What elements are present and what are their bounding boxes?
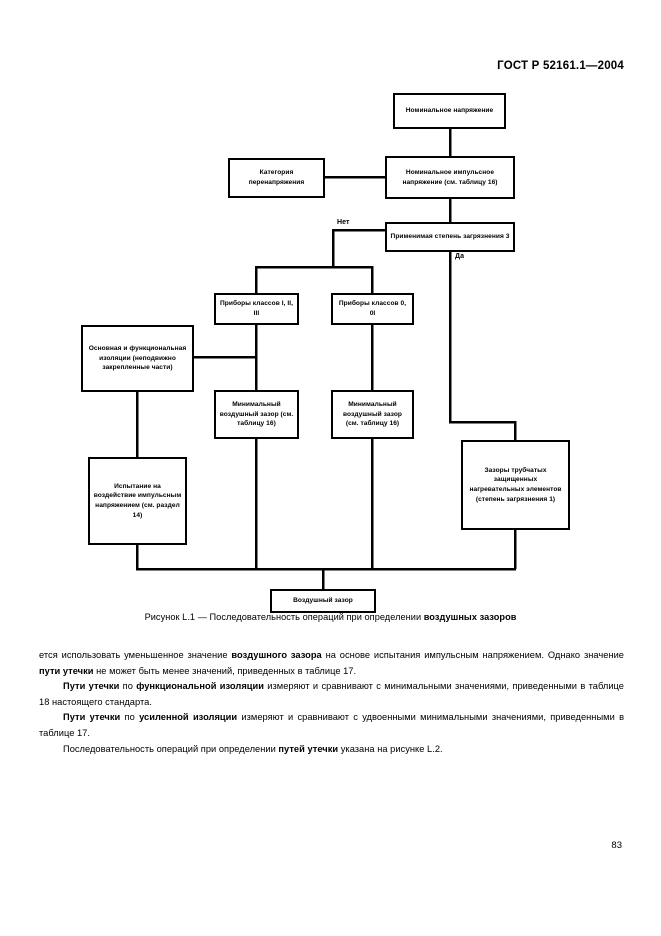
paragraph-4: Последовательность операций при определе…	[39, 742, 624, 758]
text-run-bold: Пути утечки	[63, 681, 120, 692]
text-run: измеряют и сравнивают с минимальными зна…	[39, 681, 624, 707]
flowchart-figure: Номинальное напряжение Категория перенап…	[81, 93, 570, 613]
node-label: Приборы классов 0, 0I	[338, 300, 407, 317]
node-basic-functional-insulation: Основная и функциональная изоляции (непо…	[81, 325, 194, 392]
node-label: Применимая степень загрязнения 3	[390, 233, 510, 241]
edge-label-no: Нет	[337, 219, 350, 226]
node-nominal-voltage: Номинальное напряжение	[393, 93, 506, 129]
text-run-bold: воздушного зазора	[231, 650, 322, 660]
node-label: Номинальное импульсное напряжение (см. т…	[402, 168, 498, 186]
paragraph-2: Пути утечки по функциональной изоляции и…	[39, 679, 624, 710]
node-label: Испытание на воздействие импульсным напр…	[93, 482, 182, 519]
standard-header: ГОСТ Р 52161.1—2004	[497, 60, 624, 72]
node-impulse-voltage-test: Испытание на воздействие импульсным напр…	[88, 457, 187, 545]
node-appliances-class-1-2-3: Приборы классов I, II, III	[214, 293, 299, 325]
text-run: Последовательность операций при определе…	[63, 743, 279, 754]
text-run-bold: пути утечки	[39, 665, 94, 676]
node-label: Минимальный воздушный зазор (см. таблицу…	[343, 401, 402, 428]
figure-caption-prefix: Рисунок L.1 — Последовательность операци…	[144, 612, 424, 622]
text-run-bold: путей утечки	[278, 743, 339, 754]
text-run: измеряют и сравнивают с удвоенными миним…	[39, 712, 625, 738]
node-clearance-result: Воздушный зазор	[270, 589, 376, 613]
node-label: Зазоры трубчатых защищенных нагревательн…	[469, 466, 562, 503]
body-text: ется использовать уменьшенное значение в…	[39, 648, 624, 757]
text-run: указана на рисунке L.2.	[338, 743, 443, 754]
node-appliances-class-0-0i: Приборы классов 0, 0I	[331, 293, 414, 325]
node-label: Приборы классов I, II, III	[220, 300, 293, 317]
flowchart-connectors	[135, 129, 517, 589]
text-run: по	[120, 712, 140, 723]
paragraph-1: ется использовать уменьшенное значение в…	[39, 648, 624, 679]
node-label: Воздушный зазор	[293, 597, 353, 605]
node-overvoltage-category: Категория перенапряжения	[228, 158, 325, 198]
node-label: Минимальный воздушный зазор (см. таблицу…	[219, 401, 294, 428]
text-run: не может быть менее значений, приведенны…	[93, 665, 357, 676]
text-run-bold: усиленной изоляции	[139, 712, 238, 723]
node-pollution-degree-3: Применимая степень загрязнения 3	[385, 222, 515, 252]
text-run-bold: функциональной изоляции	[136, 681, 264, 692]
edge-label-yes: Да	[455, 253, 465, 260]
figure-caption: Рисунок L.1 — Последовательность операци…	[0, 612, 661, 622]
text-run-bold: Пути утечки	[63, 712, 121, 723]
paragraph-3: Пути утечки по усиленной изоляции измеря…	[39, 710, 624, 741]
text-run: на основе испытания импульсным напряжени…	[321, 650, 624, 660]
node-min-clearance-left: Минимальный воздушный зазор (см. таблицу…	[214, 390, 299, 439]
node-label: Основная и функциональная изоляции (непо…	[88, 345, 187, 372]
node-nominal-impulse-voltage: Номинальное импульсное напряжение (см. т…	[385, 156, 515, 199]
node-min-clearance-right: Минимальный воздушный зазор (см. таблицу…	[331, 390, 414, 439]
node-label: Номинальное напряжение	[405, 107, 494, 115]
text-run: по	[119, 681, 137, 692]
text-run: ется использовать уменьшенное значение	[39, 650, 232, 660]
node-tubular-element-clearances: Зазоры трубчатых защищенных нагревательн…	[461, 440, 570, 530]
figure-caption-bold: воздушных зазоров	[423, 612, 517, 622]
page-number: 83	[611, 840, 622, 851]
node-label: Категория перенапряжения	[248, 169, 305, 186]
